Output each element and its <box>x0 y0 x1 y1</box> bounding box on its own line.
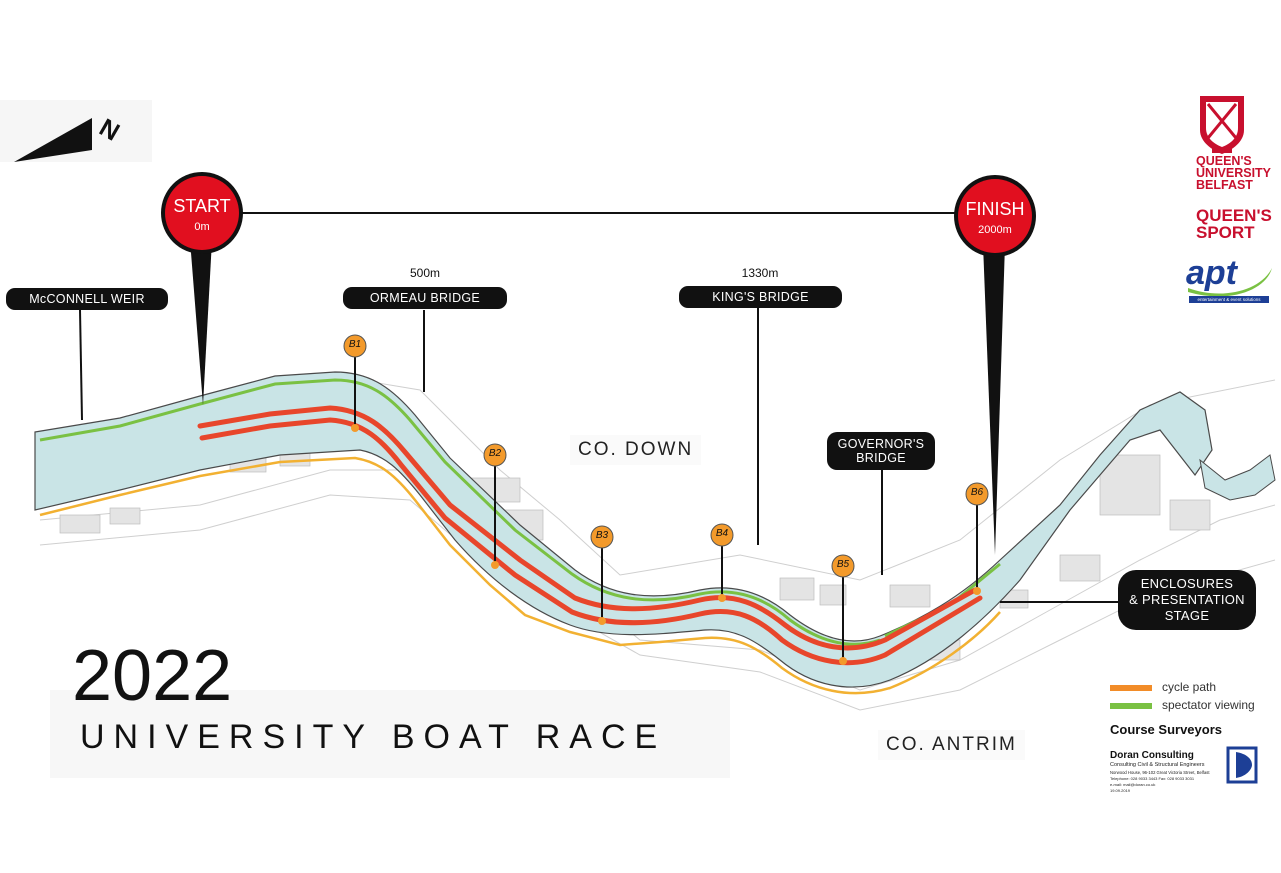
buoy-b2-label: B2 <box>488 448 502 459</box>
qub-name: QUEEN'S UNIVERSITY BELFAST <box>1196 154 1272 192</box>
buoy-b2-dot <box>491 561 499 569</box>
co-down-label: CO. DOWN <box>570 435 702 465</box>
apt-tagline: entertainment & event solutions <box>1197 297 1261 302</box>
buoy-b1-marker <box>343 334 367 358</box>
ormeau-distance: 500m <box>409 266 441 280</box>
start-label: START <box>173 196 231 216</box>
buoy-b3-marker <box>590 525 614 549</box>
sport-line1: QUEEN'S <box>1196 206 1272 225</box>
buoy-b3-dot <box>598 617 606 625</box>
surveyor-address: Norwood House, 96-102 Great Victoria Str… <box>1110 770 1210 775</box>
legend-cycle-swatch <box>1110 685 1152 691</box>
buoys <box>343 334 989 665</box>
surveyor-company: Doran Consulting <box>1110 750 1194 761</box>
race-subtitle: UNIVERSITY BOAT RACE <box>80 718 667 756</box>
finish-distance: 2000m <box>978 224 1012 236</box>
surveyor-date: 19.09.2019 <box>1110 788 1131 793</box>
weir-leader <box>79 309 83 421</box>
kings-bridge-label: KING'S BRIDGE <box>679 286 842 308</box>
racing-lanes <box>197 405 983 666</box>
spectator-viewing-north <box>39 378 881 646</box>
enclosures-line1: ENCLOSURES <box>1140 576 1234 591</box>
legend-spectator-swatch <box>1110 703 1152 709</box>
apt-tagline-bar <box>1189 296 1269 303</box>
buoy-b6-marker <box>965 482 989 506</box>
enclosures-label: ENCLOSURES & PRESENTATION STAGE <box>1118 570 1256 630</box>
enclosures-line2: & PRESENTATION <box>1129 592 1245 607</box>
river-tributary <box>1199 454 1276 501</box>
year-title: 2022 <box>72 636 233 716</box>
kings-distance: 1330m <box>741 266 779 280</box>
buoy-b2-marker <box>483 443 507 467</box>
queens-sport: QUEEN'S SPORT <box>1196 207 1272 241</box>
urban-area <box>39 374 1276 711</box>
surveyor-contact: Telephone: 028 9033 3443 Fax: 028 9033 3… <box>1110 776 1195 781</box>
buoy-b5-dot <box>839 657 847 665</box>
buoy-b5-label: B5 <box>836 559 850 570</box>
governors-line2: BRIDGE <box>856 451 906 465</box>
mcconnell-weir-label: McCONNELL WEIR <box>6 288 168 310</box>
leader-lines <box>79 305 1120 660</box>
buoy-b1-label: B1 <box>348 339 362 350</box>
apt-logo: apt <box>1186 254 1237 292</box>
doran-logo <box>1226 746 1258 784</box>
governors-bridge-label: GOVERNOR'S BRIDGE <box>827 432 935 470</box>
qub-crest <box>1200 96 1244 154</box>
surveyors-heading: Course Surveyors <box>1110 722 1222 737</box>
cycle-path-south <box>39 456 1001 695</box>
lane-2 <box>199 417 983 666</box>
qub-line3: BELFAST <box>1196 178 1253 192</box>
lane-1 <box>197 405 978 651</box>
start-distance: 0m <box>194 221 210 233</box>
qub-line2: UNIVERSITY <box>1196 166 1272 180</box>
finish-marker <box>954 175 1036 555</box>
sport-line2: SPORT <box>1196 223 1255 242</box>
title-backdrop <box>50 690 730 778</box>
surveyor-tagline: Consulting Civil & Structural Engineers <box>1110 762 1205 768</box>
buoy-b4-label: B4 <box>715 528 729 539</box>
ormeau-bridge-label: ORMEAU BRIDGE <box>343 287 507 309</box>
north-arrow <box>14 118 92 162</box>
buoy-b4-dot <box>718 594 726 602</box>
qub-line1: QUEEN'S <box>1196 154 1252 168</box>
legend-cycle-path: cycle path <box>1162 680 1217 694</box>
enclosures-line3: STAGE <box>1164 608 1210 623</box>
start-marker <box>161 172 243 405</box>
governors-line1: GOVERNOR'S <box>837 437 925 451</box>
buoy-b3-label: B3 <box>595 530 609 541</box>
apt-swoosh <box>1188 268 1272 297</box>
river-lagan <box>34 371 1213 688</box>
buoy-b5-marker <box>831 554 855 578</box>
surveyor-email: e-mail: mail@doran.co.uk <box>1110 782 1156 787</box>
legend-spectator-viewing: spectator viewing <box>1162 698 1255 712</box>
finish-label: FINISH <box>965 199 1025 219</box>
buoy-b4-marker <box>710 523 734 547</box>
buoy-b1-dot <box>351 424 359 432</box>
buoy-b6-label: B6 <box>970 487 984 498</box>
buoy-b6-dot <box>973 587 981 595</box>
co-antrim-label: CO. ANTRIM <box>878 730 1025 760</box>
